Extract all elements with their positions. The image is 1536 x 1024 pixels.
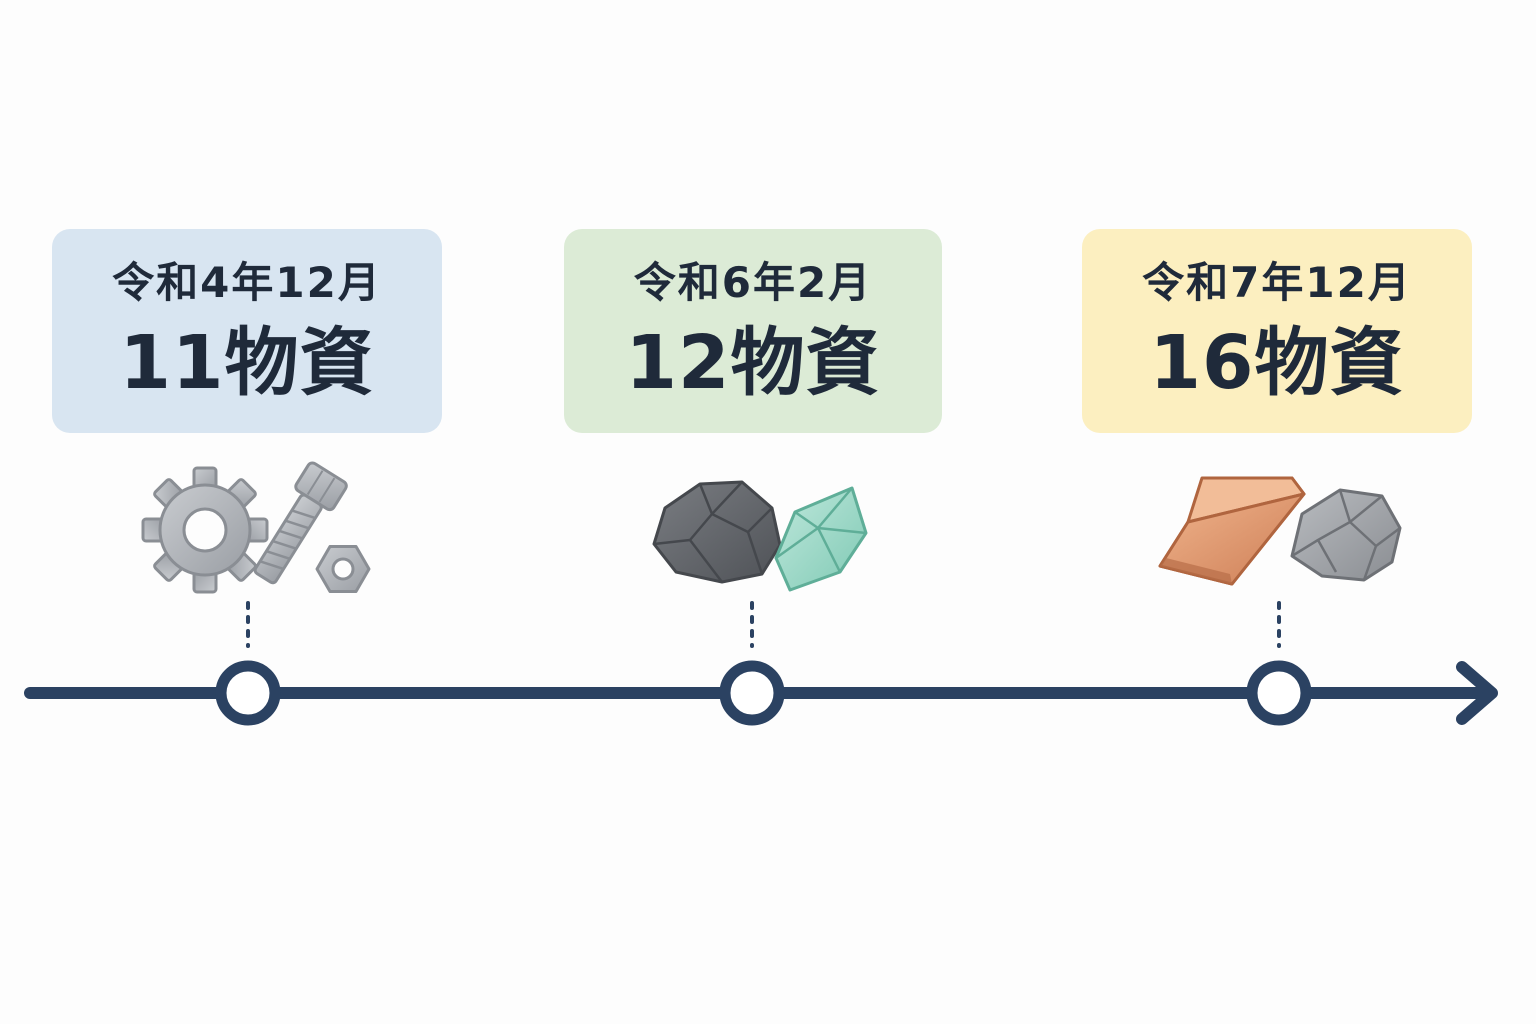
copper-ingot-icon — [1158, 476, 1306, 586]
milestone-card-1: 令和4年12月 11物資 — [52, 229, 442, 433]
milestone-card-2: 令和6年2月 12物資 — [564, 229, 942, 433]
crystal-icon — [774, 486, 868, 592]
milestone-marker-3 — [1246, 660, 1312, 726]
milestone-date: 令和6年2月 — [633, 258, 873, 307]
milestone-card-3: 令和7年12月 16物資 — [1082, 229, 1472, 433]
milestone-count: 12物資 — [625, 320, 881, 406]
milestone-count: 11物資 — [119, 320, 375, 406]
milestone-marker-1 — [215, 660, 281, 726]
dotted-connectors — [246, 601, 1281, 648]
gear-icon — [141, 466, 269, 594]
milestone-marker-2 — [719, 660, 785, 726]
milestone-markers — [215, 660, 1312, 726]
arrow-head-icon — [1456, 661, 1498, 725]
ore-rock-icon — [652, 480, 782, 584]
bolt-icon — [253, 461, 348, 585]
nut-icon — [315, 545, 371, 593]
milestone-count: 16物資 — [1149, 320, 1405, 406]
milestone-date: 令和4年12月 — [112, 258, 382, 307]
milestone-date: 令和7年12月 — [1142, 258, 1412, 307]
gray-rock-icon — [1290, 488, 1402, 582]
